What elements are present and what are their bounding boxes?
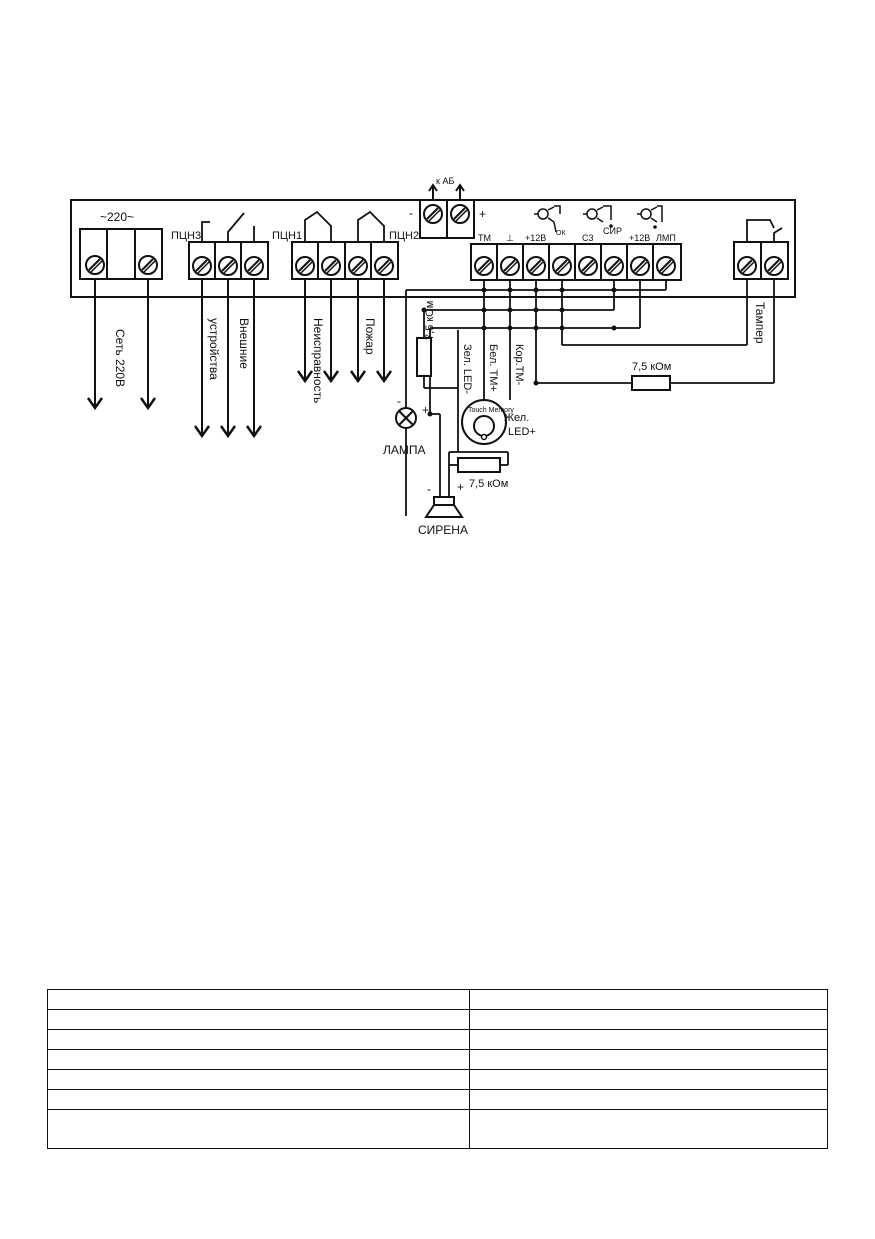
ustroystva-label: устройства bbox=[207, 318, 221, 380]
table-cell bbox=[47, 1049, 470, 1070]
siren-symbol bbox=[424, 496, 464, 518]
lamp-label: ЛАМПА bbox=[383, 443, 426, 457]
table-cell bbox=[47, 1089, 470, 1110]
power-220-label: ~220~ bbox=[100, 210, 134, 224]
pcn3-relay-symbol bbox=[201, 212, 255, 242]
net-220-label: Сеть 220В bbox=[113, 329, 127, 387]
pcn3-terminal-block bbox=[188, 241, 269, 280]
output-arrows bbox=[86, 279, 393, 438]
table-cell bbox=[469, 989, 828, 1010]
spec-table bbox=[47, 989, 828, 1149]
loop-output-terminal-block bbox=[470, 243, 682, 281]
tamper-terminal-block bbox=[733, 219, 789, 280]
led-plus-label: LED+ bbox=[508, 426, 536, 438]
bel-tm-label: Бел. TM+ bbox=[487, 344, 499, 392]
table-cell bbox=[47, 1009, 470, 1030]
vneshnie-label: Внешние bbox=[237, 318, 251, 369]
table-row bbox=[47, 989, 828, 1010]
terminal-sir-label: СИР bbox=[603, 226, 622, 236]
pozhar-label: Пожар bbox=[363, 318, 377, 355]
battery-plus-label: + bbox=[479, 207, 486, 221]
tamper-label: Тампер bbox=[753, 302, 767, 344]
battery-terminal-block bbox=[419, 183, 475, 239]
table-row bbox=[47, 1089, 828, 1110]
battery-minus-label: - bbox=[409, 206, 413, 220]
siren-plus-label: + bbox=[457, 480, 464, 494]
table-row bbox=[47, 1069, 828, 1090]
resistor-1 bbox=[416, 337, 432, 377]
table-row bbox=[47, 1009, 828, 1030]
terminal-12v-2-label: +12В bbox=[629, 233, 650, 243]
siren-minus-label: - bbox=[427, 482, 431, 496]
wiring-diagram: ~220~ ПЦН3 ПЦН1 ПЦН2 bbox=[70, 176, 796, 537]
table-cell bbox=[47, 1069, 470, 1090]
table-cell bbox=[469, 1069, 828, 1090]
terminal-gnd-label: ⊥ bbox=[506, 233, 514, 243]
terminal-tm-label: ТМ bbox=[478, 233, 491, 243]
table-cell bbox=[47, 1029, 470, 1050]
table-row bbox=[47, 1029, 828, 1050]
lamp-minus-label: - bbox=[397, 394, 401, 408]
siren-label: СИРЕНА bbox=[418, 523, 468, 537]
transistor-symbols bbox=[533, 205, 663, 233]
pcn1-pcn2-terminal-block bbox=[291, 241, 399, 280]
table-cell bbox=[47, 1109, 470, 1149]
lamp-plus-label: + bbox=[422, 403, 429, 417]
pcn2-label: ПЦН2 bbox=[389, 230, 419, 242]
table-cell bbox=[469, 1089, 828, 1110]
touch-memory-reader bbox=[461, 399, 507, 445]
neispravnost-label: Неисправность bbox=[311, 318, 325, 403]
zhel-label: Жел. bbox=[504, 412, 529, 424]
terminal-lmp-label: ЛМП bbox=[656, 233, 676, 243]
table-cell bbox=[469, 1029, 828, 1050]
table-cell bbox=[469, 1009, 828, 1030]
pcn1-pcn2-relay-symbols bbox=[304, 210, 385, 242]
table-cell bbox=[469, 1049, 828, 1070]
table-cell bbox=[47, 989, 470, 1010]
resistor-2 bbox=[631, 375, 671, 391]
terminal-ok-label: ОК bbox=[556, 230, 566, 237]
resistor-1-label: 7,5 кОм bbox=[424, 301, 436, 340]
pcn3-label: ПЦН3 bbox=[171, 230, 201, 242]
terminal-s3-label: С3 bbox=[582, 233, 594, 243]
lamp-symbol bbox=[395, 407, 417, 429]
resistor-3 bbox=[457, 457, 501, 473]
table-row bbox=[47, 1049, 828, 1070]
battery-label: к АБ bbox=[436, 176, 454, 186]
table-cell bbox=[469, 1109, 828, 1149]
resistor-3-label: 7,5 кОм bbox=[469, 478, 508, 490]
pcn1-label: ПЦН1 bbox=[272, 230, 302, 242]
power-terminal-block bbox=[79, 228, 163, 280]
table-row bbox=[47, 1109, 828, 1149]
zel-led-label: Зел. LED- bbox=[461, 344, 473, 394]
kor-tm-label: Кор.TM- bbox=[513, 344, 525, 386]
touch-memory-label: Touch Memory bbox=[468, 407, 514, 414]
resistor-2-label: 7,5 кОм bbox=[632, 361, 671, 373]
terminal-12v-1-label: +12В bbox=[525, 233, 546, 243]
